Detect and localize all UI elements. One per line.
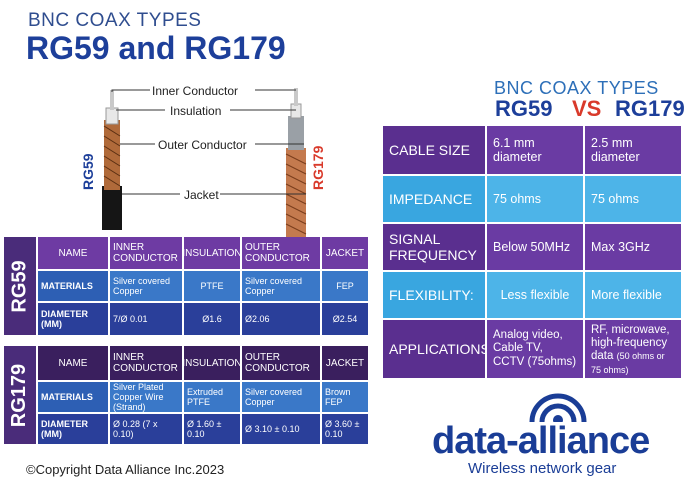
page-subtitle: BNC COAX TYPES [28, 10, 202, 31]
rg179-impedance: 75 ohms [585, 176, 681, 222]
inner-conductor-label: Inner Conductor [152, 84, 239, 98]
row-materials-label: MATERIALS [38, 382, 108, 412]
rg179-applications-text: RF, microwave, high-frequency data [591, 324, 670, 363]
rg59-impedance: 75 ohms [487, 176, 583, 222]
rg179-cable-illustration [285, 88, 307, 238]
cell: PTFE [184, 271, 240, 301]
rg179-applications: RF, microwave, high-frequency data (50 o… [585, 320, 681, 378]
rg179-spec-table: RG179 NAME INNER CONDUCTOR INSULATION OU… [4, 346, 368, 444]
cell: Ø1.6 [184, 303, 240, 335]
header-name: NAME [38, 237, 108, 269]
rg59-cable-size: 6.1 mm diameter [487, 126, 583, 174]
header-outer-conductor: OUTER CONDUCTOR [242, 346, 320, 380]
rg59-cable-label: RG59 [80, 153, 96, 190]
cell: Ø 0.28 (7 x 0.10) [110, 414, 182, 444]
header-jacket: JACKET [322, 237, 368, 269]
rg59-cable-illustration [102, 90, 122, 230]
cell: Ø 3.10 ± 0.10 [242, 414, 320, 444]
header-outer-conductor: OUTER CONDUCTOR [242, 237, 320, 269]
cell: Silver covered Copper [110, 271, 182, 301]
comparison-left-title: RG59 [495, 96, 553, 121]
rg179-cable-label: RG179 [310, 145, 326, 190]
comparison-vs: VS [572, 96, 602, 121]
jacket-label: Jacket [184, 188, 219, 202]
insulation-label: Insulation [170, 104, 222, 118]
rg59-side-tag: RG59 [4, 237, 36, 335]
row-flexibility-label: FLEXIBILITY: [383, 272, 485, 318]
header-jacket: JACKET [322, 346, 368, 380]
rg59-flexibility: Less flexible [487, 272, 583, 318]
row-cable-size-label: CABLE SIZE [383, 126, 485, 174]
row-applications-label: APPLICATIONS [383, 320, 490, 378]
logo-tagline: Wireless network gear [468, 460, 617, 477]
rg59-signal-frequency: Below 50MHz [487, 224, 583, 270]
row-diameter-label: DIAMETER (MM) [38, 414, 108, 444]
header-name: NAME [38, 346, 108, 380]
coax-cable-diagram [102, 88, 307, 238]
logo-wordmark: data-alliance [432, 420, 650, 462]
wifi-signal-icon [529, 393, 587, 422]
header-inner-conductor: INNER CONDUCTOR [110, 237, 182, 269]
rg59-spec-table: RG59 NAME INNER CONDUCTOR INSULATION OUT… [4, 237, 368, 335]
copyright-notice: ©Copyright Data Alliance Inc.2023 [26, 462, 225, 477]
page-title: RG59 and RG179 [26, 30, 286, 66]
header-inner-conductor: INNER CONDUCTOR [110, 346, 182, 380]
rg179-cable-size: 2.5 mm diameter [585, 126, 681, 174]
cell: Ø 3.60 ± 0.10 [322, 414, 368, 444]
cell: 7/Ø 0.01 [110, 303, 182, 335]
comparison-subtitle: BNC COAX TYPES [494, 78, 659, 98]
row-materials-label: MATERIALS [38, 271, 108, 301]
rg179-flexibility: More flexible [585, 272, 681, 318]
cell: FEP [322, 271, 368, 301]
outer-conductor-label: Outer Conductor [158, 138, 247, 152]
header-insulation: INSULATION [182, 346, 242, 380]
cell: Silver covered Copper [242, 271, 320, 301]
cell: Silver covered Copper [242, 382, 320, 412]
header-insulation: INSULATION [182, 237, 242, 269]
row-diameter-label: DIAMETER (MM) [38, 303, 108, 335]
rg179-applications-note: (50 ohms or 75 ohms) [591, 351, 665, 375]
cell: Ø 1.60 ± 0.10 [184, 414, 240, 444]
rg179-side-tag: RG179 [4, 346, 36, 444]
row-signal-frequency-label: SIGNAL FREQUENCY [383, 224, 485, 270]
cell: Extruded PTFE [184, 382, 240, 412]
comparison-right-title: RG179 [615, 96, 685, 121]
cell: Ø2.06 [242, 303, 320, 335]
rg59-applications: Analog video, Cable TV, CCTV (75ohms) [487, 320, 583, 378]
row-impedance-label: IMPEDANCE [383, 176, 485, 222]
cell: Brown FEP [322, 382, 368, 412]
rg179-signal-frequency: Max 3GHz [585, 224, 681, 270]
cell: Ø2.54 [322, 303, 368, 335]
cell: Silver Plated Copper Wire (Strand) [110, 382, 182, 412]
